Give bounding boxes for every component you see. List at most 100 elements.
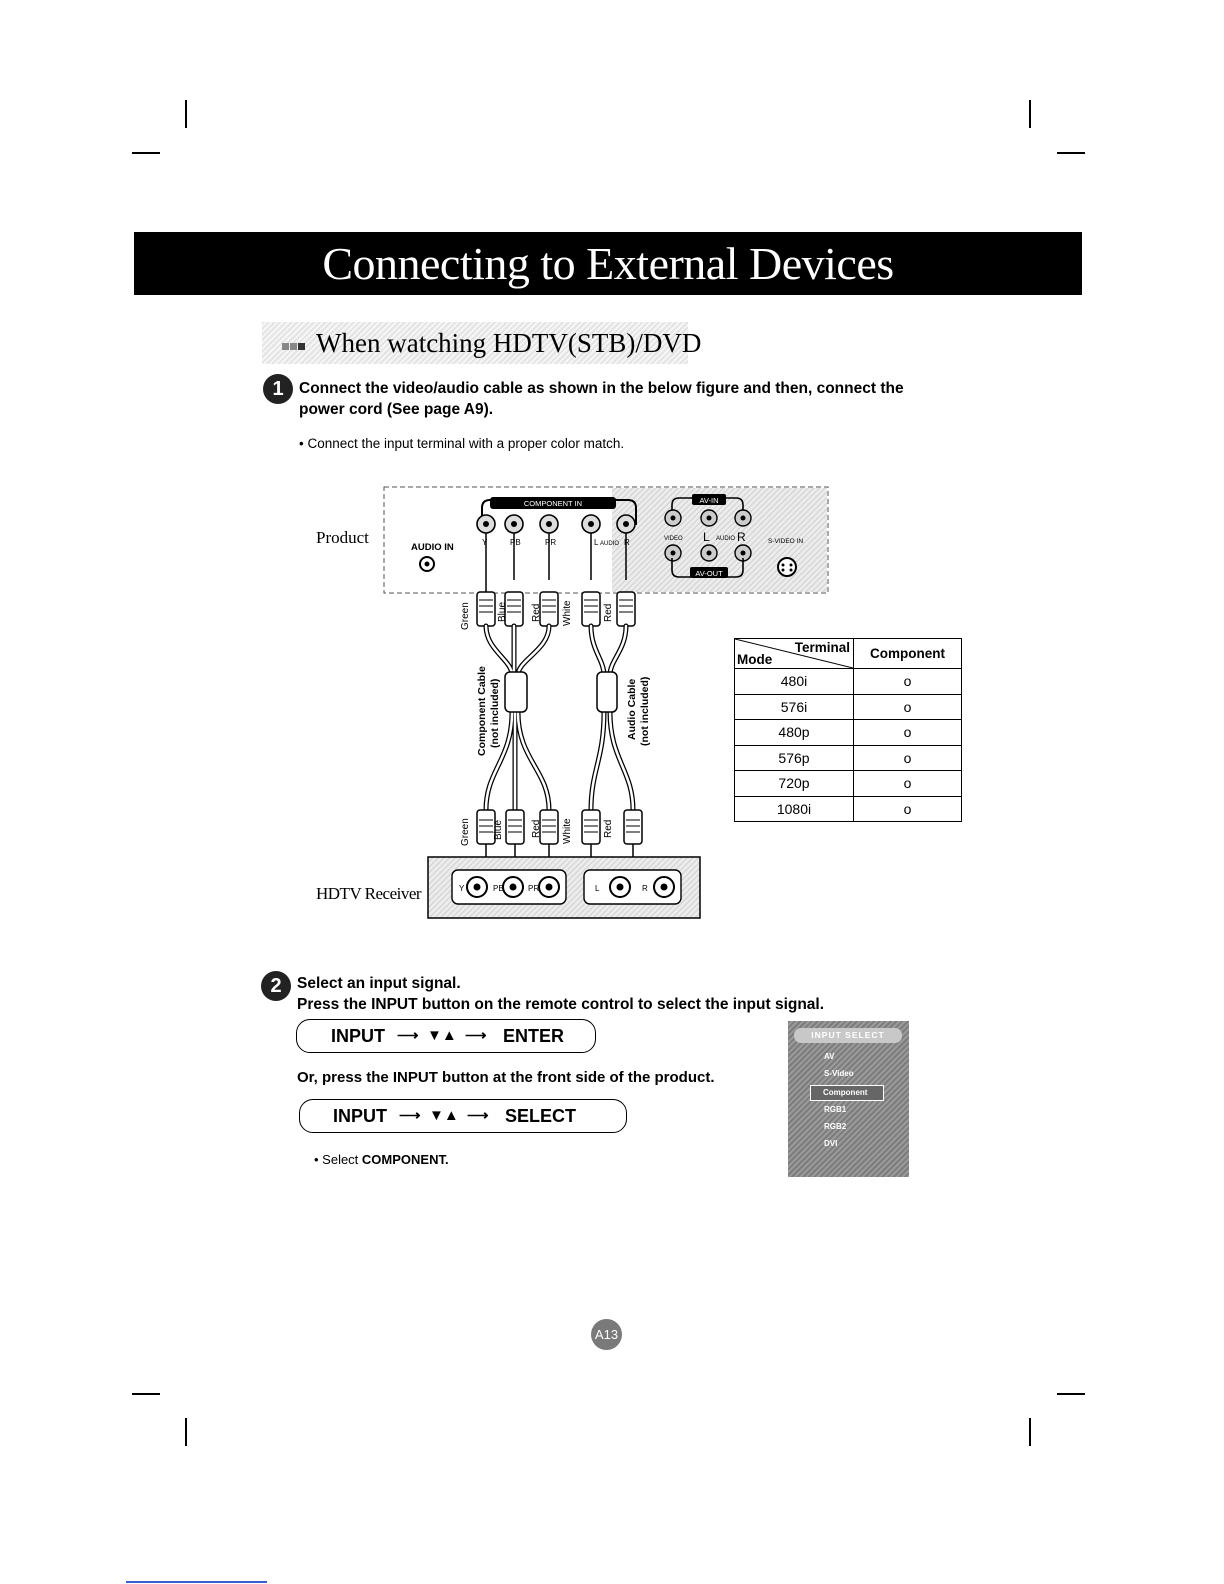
av-in-label: AV-IN bbox=[699, 496, 718, 505]
cable-label-green-bottom: Green bbox=[460, 818, 471, 846]
step2-line1: Select an input signal. bbox=[297, 975, 461, 992]
hdtv-receiver-label: HDTV Receiver bbox=[316, 884, 422, 903]
table-header-mode: Mode bbox=[737, 652, 773, 667]
crop-mark bbox=[185, 100, 187, 128]
front-panel-command-box: INPUT ⟶ ▼▲ ⟶ SELECT bbox=[299, 1099, 627, 1133]
step-number-1: 1 bbox=[263, 374, 293, 404]
component-in-label: COMPONENT IN bbox=[524, 499, 582, 508]
crop-mark bbox=[1057, 1393, 1085, 1395]
table-cell-mode: 480p bbox=[734, 719, 854, 746]
step2-or-text: Or, press the INPUT button at the front … bbox=[297, 1069, 715, 1086]
osd-item-svideo: S-Video bbox=[824, 1069, 854, 1078]
port-label-pb: PB bbox=[510, 538, 521, 547]
av-jacks bbox=[664, 509, 752, 562]
av-in-badge bbox=[692, 494, 726, 505]
component-cable-note: (not included) bbox=[489, 679, 501, 748]
arrow-right-icon: ⟶ bbox=[399, 1107, 421, 1124]
down-up-arrows-icon: ▼▲ bbox=[429, 1107, 459, 1124]
receiver-label-pr: PR bbox=[528, 884, 539, 893]
crop-mark bbox=[185, 1418, 187, 1446]
cable-label-red-bottom-2: Red bbox=[603, 820, 614, 838]
port-label-pr: PR bbox=[545, 538, 556, 547]
table-cell-value: o bbox=[853, 770, 962, 797]
receiver-video-group bbox=[451, 869, 567, 905]
section-header: When watching HDTV(STB)/DVD bbox=[262, 322, 701, 364]
component-in-badge bbox=[490, 497, 616, 509]
step1-line2: power cord (See page A9). bbox=[299, 401, 494, 418]
cable-label-green-top: Green bbox=[460, 602, 471, 630]
step1-instruction: Connect the video/audio cable as shown i… bbox=[299, 378, 939, 420]
av-label-audio: AUDIO bbox=[716, 536, 735, 542]
crop-mark bbox=[1057, 152, 1085, 154]
cmd1-enter: ENTER bbox=[503, 1026, 565, 1046]
receiver-audio-group bbox=[583, 869, 682, 905]
step1-note: • Connect the input terminal with a prop… bbox=[299, 436, 625, 451]
osd-item-dvi: DVI bbox=[824, 1139, 838, 1148]
top-plugs bbox=[476, 591, 636, 627]
arrow-right-icon: ⟶ bbox=[465, 1027, 487, 1044]
cable-label-blue-top: Blue bbox=[497, 602, 508, 622]
step2-note: • Select COMPONENT. bbox=[314, 1151, 449, 1169]
av-out-label: AV-OUT bbox=[695, 569, 723, 578]
cable-label-red-bottom: Red bbox=[531, 820, 542, 838]
cmd2-select: SELECT bbox=[505, 1106, 577, 1126]
crop-mark bbox=[1029, 100, 1031, 128]
table-header-mode-terminal: Terminal Mode bbox=[734, 638, 854, 669]
receiver-label-y: Y bbox=[459, 884, 465, 893]
audio-cable-sleeve bbox=[596, 671, 618, 713]
port-label-audio: AUDIO bbox=[600, 541, 619, 547]
cable-label-white-bottom: White bbox=[562, 818, 573, 844]
component-cable-sleeve bbox=[504, 671, 528, 713]
port-label-y: Y bbox=[482, 538, 488, 547]
page-number-badge: A13 bbox=[591, 1319, 622, 1350]
osd-item-av: AV bbox=[824, 1052, 835, 1061]
crop-mark bbox=[132, 152, 160, 154]
receiver-label-l: L bbox=[595, 884, 600, 893]
table-cell-mode: 1080i bbox=[734, 795, 854, 822]
table-header-terminal: Terminal bbox=[794, 640, 850, 655]
step2-note-prefix: • Select bbox=[314, 1152, 362, 1167]
bottom-plugs bbox=[476, 809, 643, 845]
osd-title: INPUT SELECT bbox=[794, 1028, 902, 1043]
cmd1-input: INPUT bbox=[331, 1026, 385, 1046]
port-label-l: L bbox=[594, 538, 599, 547]
av-out-badge bbox=[690, 567, 728, 578]
table-header-component: Component bbox=[853, 638, 962, 669]
arrow-right-icon: ⟶ bbox=[467, 1107, 489, 1124]
diagonal-divider bbox=[735, 639, 853, 668]
square-bullets-icon bbox=[282, 337, 308, 350]
port-label-r: R bbox=[624, 538, 630, 547]
audio-cable-label: Audio Cable bbox=[626, 679, 638, 740]
crop-mark bbox=[132, 1393, 160, 1395]
svideo-jack bbox=[777, 557, 797, 577]
bottom-link-underline bbox=[126, 1581, 267, 1583]
component-in-jacks bbox=[476, 514, 636, 534]
table-cell-mode: 480i bbox=[734, 668, 854, 695]
av-label-video: VIDEO bbox=[664, 536, 683, 542]
component-cable-label: Component Cable bbox=[476, 666, 488, 756]
arrow-right-icon: ⟶ bbox=[397, 1027, 419, 1044]
step2-note-value: COMPONENT. bbox=[361, 1152, 449, 1167]
svideo-label: S-VIDEO IN bbox=[768, 538, 803, 545]
cmd2-input: INPUT bbox=[333, 1106, 387, 1126]
page-title: Connecting to External Devices bbox=[134, 232, 1082, 295]
step2-instruction: Select an input signal. Press the INPUT … bbox=[297, 973, 897, 1015]
cable-label-red-top-2: Red bbox=[603, 604, 614, 622]
audio-in-label: AUDIO IN bbox=[411, 542, 454, 553]
step-number-2: 2 bbox=[261, 971, 291, 1001]
crop-mark bbox=[1029, 1418, 1031, 1446]
osd-item-component: Component bbox=[810, 1085, 884, 1101]
section-title: When watching HDTV(STB)/DVD bbox=[316, 328, 702, 358]
table-cell-mode: 720p bbox=[734, 770, 854, 797]
cable-label-white-top: White bbox=[562, 600, 573, 626]
osd-item-rgb2: RGB2 bbox=[824, 1122, 847, 1131]
table-cell-value: o bbox=[853, 693, 962, 720]
down-up-arrows-icon: ▼▲ bbox=[427, 1027, 457, 1044]
av-label-r: R bbox=[737, 530, 746, 544]
